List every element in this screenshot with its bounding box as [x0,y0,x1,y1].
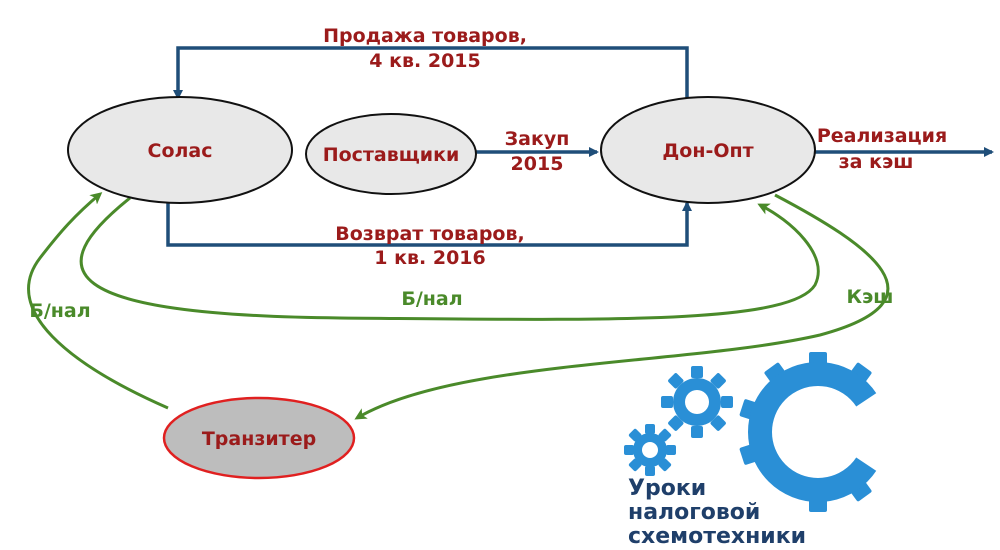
node-don-opt-label: Дон-Опт [662,140,753,162]
node-tranziter: Транзитер [162,396,356,480]
realization-label-line2: за кэш [839,151,914,173]
logo: Уроки налоговой схемотехники [624,352,908,549]
node-tranziter-label: Транзитер [202,428,316,450]
logo-text-line1: Уроки [628,476,706,501]
node-suppliers-label: Поставщики [323,144,460,166]
big-gear-icon [739,352,908,512]
logo-text-line3: схемотехники [628,524,806,549]
node-don-opt: Дон-Опт [600,96,816,204]
logo-text-line2: налоговой [628,500,760,525]
purchase-label-line1: Закуп [505,128,570,150]
sale-arrow [173,46,689,100]
return-label-line2: 1 кв. 2016 [374,247,485,269]
node-solas-label: Солас [148,140,213,162]
medium-gear-icon [661,366,733,438]
sale-label-line2: 4 кв. 2015 [369,50,480,72]
realization-label-line1: Реализация [817,125,947,147]
node-solas: Солас [67,96,293,204]
cashless-mid-arrow [79,196,820,321]
cashless-left-label: Б/нал [29,300,90,322]
node-suppliers: Поставщики [305,113,477,195]
small-gear-icon [624,424,676,476]
cash-label: Кэш [847,286,894,308]
sale-label-line1: Продажа товаров, [323,25,527,47]
return-arrow [166,201,692,247]
purchase-label-line2: 2015 [511,153,564,175]
cashless-mid-label: Б/нал [401,288,462,310]
cashless-left-arrow [27,192,169,410]
cash-arrow [354,193,890,420]
return-label-line1: Возврат товаров, [335,223,524,245]
